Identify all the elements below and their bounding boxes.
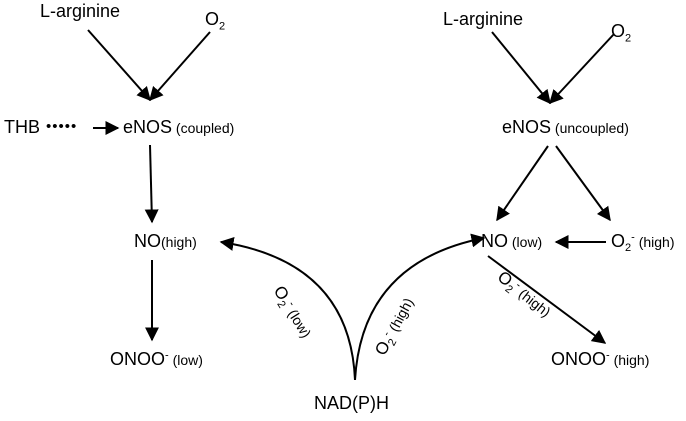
arrow-enos-to-superoxide — [555, 145, 611, 222]
enos-coupled-label: eNOS (coupled) — [123, 117, 235, 137]
no-high-label: NO(high) — [134, 231, 197, 251]
thb-label: THB — [4, 117, 40, 137]
arrow-nadph-to-no-right — [354, 233, 486, 381]
no-low-label: NO (low) — [481, 231, 543, 251]
arrow-o2-to-enos-left — [149, 31, 211, 102]
onoo-high-label: ONOO- (high) — [551, 349, 650, 369]
l-arginine-label-right: L-arginine — [443, 9, 524, 29]
arrow-nadph-to-no-left — [219, 237, 356, 381]
nadph-label: NAD(P)H — [314, 393, 389, 413]
arrow-arginine-to-enos-right — [491, 31, 551, 105]
arrow-enos-to-no-right — [496, 145, 549, 222]
superoxide-high-label: O2- (high) — [611, 231, 675, 255]
arrow-arginine-to-enos-left — [87, 29, 151, 102]
o2-label-left: O2 — [205, 9, 226, 33]
onoo-low-label: ONOO- (low) — [110, 349, 203, 369]
arrow-no-to-onoo-right — [487, 255, 607, 344]
arrow-o2-to-enos-right — [549, 33, 615, 105]
o2-label-right: O2 — [611, 21, 632, 45]
enos-uncoupled-label: eNOS (uncoupled) — [502, 117, 629, 137]
l-arginine-label-left: L-arginine — [40, 1, 121, 21]
thb-dotted-connector: ••••• — [46, 118, 78, 135]
arrow-enos-to-no-left — [144, 144, 159, 224]
